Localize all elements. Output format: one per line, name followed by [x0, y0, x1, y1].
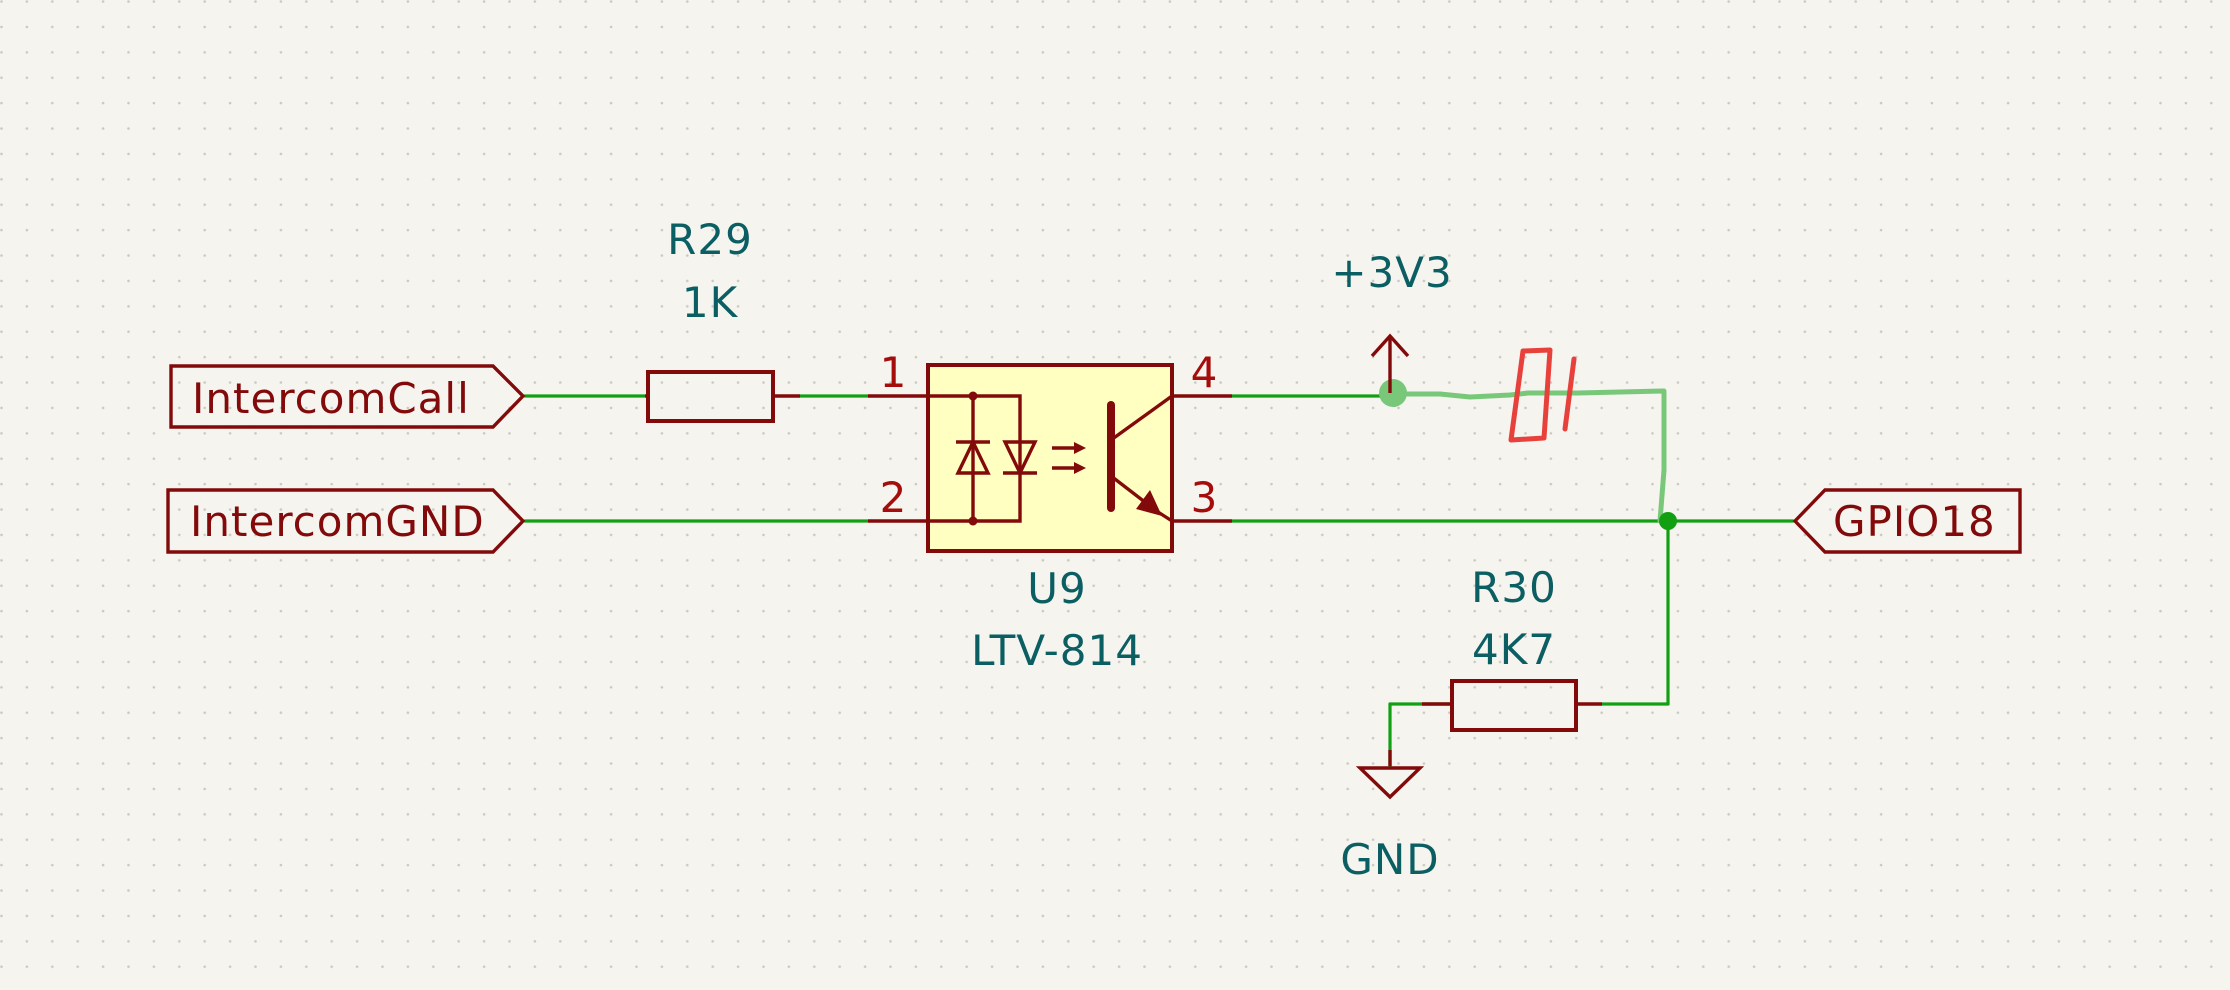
label-gpio18[interactable]: GPIO18	[1792, 488, 2022, 554]
u9-pin-2: 2	[880, 473, 907, 522]
power-3v3-label: +3V3	[1331, 248, 1452, 297]
ground-symbol[interactable]	[1355, 750, 1425, 800]
optocoupler-u9[interactable]	[868, 363, 1232, 553]
u9-value: LTV-814	[971, 626, 1143, 675]
r30-reference: R30	[1471, 563, 1557, 612]
label-intercomcall-text: IntercomCall	[192, 374, 470, 423]
u9-pin-3: 3	[1191, 473, 1218, 522]
highlighted-wire[interactable]	[1390, 388, 1667, 524]
capacitor-markup	[1508, 347, 1577, 443]
label-gpio18-text: GPIO18	[1833, 497, 1996, 546]
label-intercomcall[interactable]: IntercomCall	[169, 364, 526, 429]
label-intercomgnd-text: IntercomGND	[190, 497, 485, 546]
u9-pin-1: 1	[880, 348, 907, 397]
r29-value: 1K	[682, 278, 739, 327]
u9-pin-4: 4	[1191, 348, 1218, 397]
ground-label: GND	[1340, 835, 1439, 884]
resistor-r30[interactable]	[1422, 679, 1602, 732]
r30-value: 4K7	[1472, 625, 1556, 674]
wires	[523, 394, 1795, 768]
power-3v3-symbol[interactable]	[1370, 333, 1410, 393]
r29-reference: R29	[667, 215, 753, 264]
highlight-node-dot	[1379, 379, 1407, 407]
resistor-r29[interactable]	[645, 370, 800, 423]
u9-reference: U9	[1027, 564, 1086, 613]
label-intercomgnd[interactable]: IntercomGND	[166, 488, 526, 554]
junction-dot	[1659, 512, 1677, 530]
